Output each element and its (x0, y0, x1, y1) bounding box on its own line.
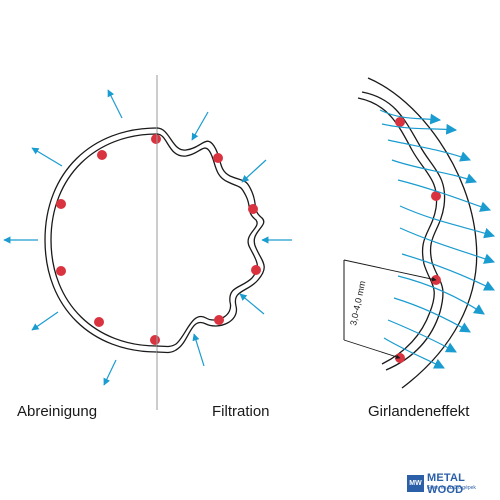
red-dot-icon (395, 117, 405, 127)
red-dot-icon (248, 204, 258, 214)
bag-wave-inner (357, 97, 438, 365)
logo-tagline: Filter- és Szűrő gépek (427, 485, 476, 491)
arrow-outward-icon (103, 359, 117, 386)
arrow-inward-icon (239, 293, 265, 315)
arrow-outward-icon (387, 139, 472, 162)
arrow-inward-icon (191, 111, 209, 141)
bag-outer-right (156, 127, 265, 354)
red-dot-icon (56, 266, 66, 276)
arrow-inward-icon (241, 159, 267, 183)
red-dot-icon (56, 199, 66, 209)
arrow-outward-icon (391, 159, 478, 184)
logo-name: METAL WOOD (427, 472, 465, 496)
caption-cleaning: Abreinigung (17, 403, 98, 420)
arrow-outward-icon (401, 253, 495, 291)
arrow-outward-icon (387, 319, 457, 353)
metal-wood-logo: MW METAL WOOD Filter- és Szűrő gépek (407, 472, 497, 496)
arrow-outward-icon (381, 123, 458, 135)
arrow-outward-icon (397, 275, 485, 315)
bag-inner-right (156, 133, 258, 348)
garland-panel: 3,0-4,0 mm (343, 77, 496, 389)
cleaning-panel (3, 89, 161, 386)
arrow-outward-icon (31, 147, 63, 167)
cage-line (367, 77, 478, 389)
red-dot-icon (150, 335, 160, 345)
arrow-outward-icon (379, 109, 442, 125)
red-dot-icon (214, 315, 224, 325)
red-dot-icon (151, 134, 161, 144)
arrow-outward-icon (399, 227, 496, 264)
arrow-outward-icon (397, 179, 492, 212)
caption-filtration: Filtration (212, 403, 270, 420)
caption-garland-effect: Girlandeneffekt (368, 403, 470, 420)
red-dot-icon (431, 191, 441, 201)
bag-outer-left (44, 127, 158, 353)
dimension-label: 3,0-4,0 mm (348, 280, 367, 327)
dimension-tick-top (343, 259, 437, 282)
bag-inner-left (50, 133, 158, 347)
arrow-outward-icon (107, 89, 123, 119)
filtration-panel (156, 111, 292, 367)
arrow-outward-icon (31, 311, 59, 331)
bag-wave-outer (361, 91, 446, 371)
arrow-outward-icon (383, 337, 445, 369)
arrow-outward-icon (399, 205, 496, 239)
dimension-tick-bottom (343, 339, 401, 359)
arrow-outward-icon (393, 297, 471, 333)
red-dot-icon (213, 153, 223, 163)
logo-mark: MW (407, 475, 424, 492)
red-dot-icon (94, 317, 104, 327)
arrow-inward-icon (192, 333, 205, 367)
red-dot-icon (97, 150, 107, 160)
red-dot-icon (251, 265, 261, 275)
